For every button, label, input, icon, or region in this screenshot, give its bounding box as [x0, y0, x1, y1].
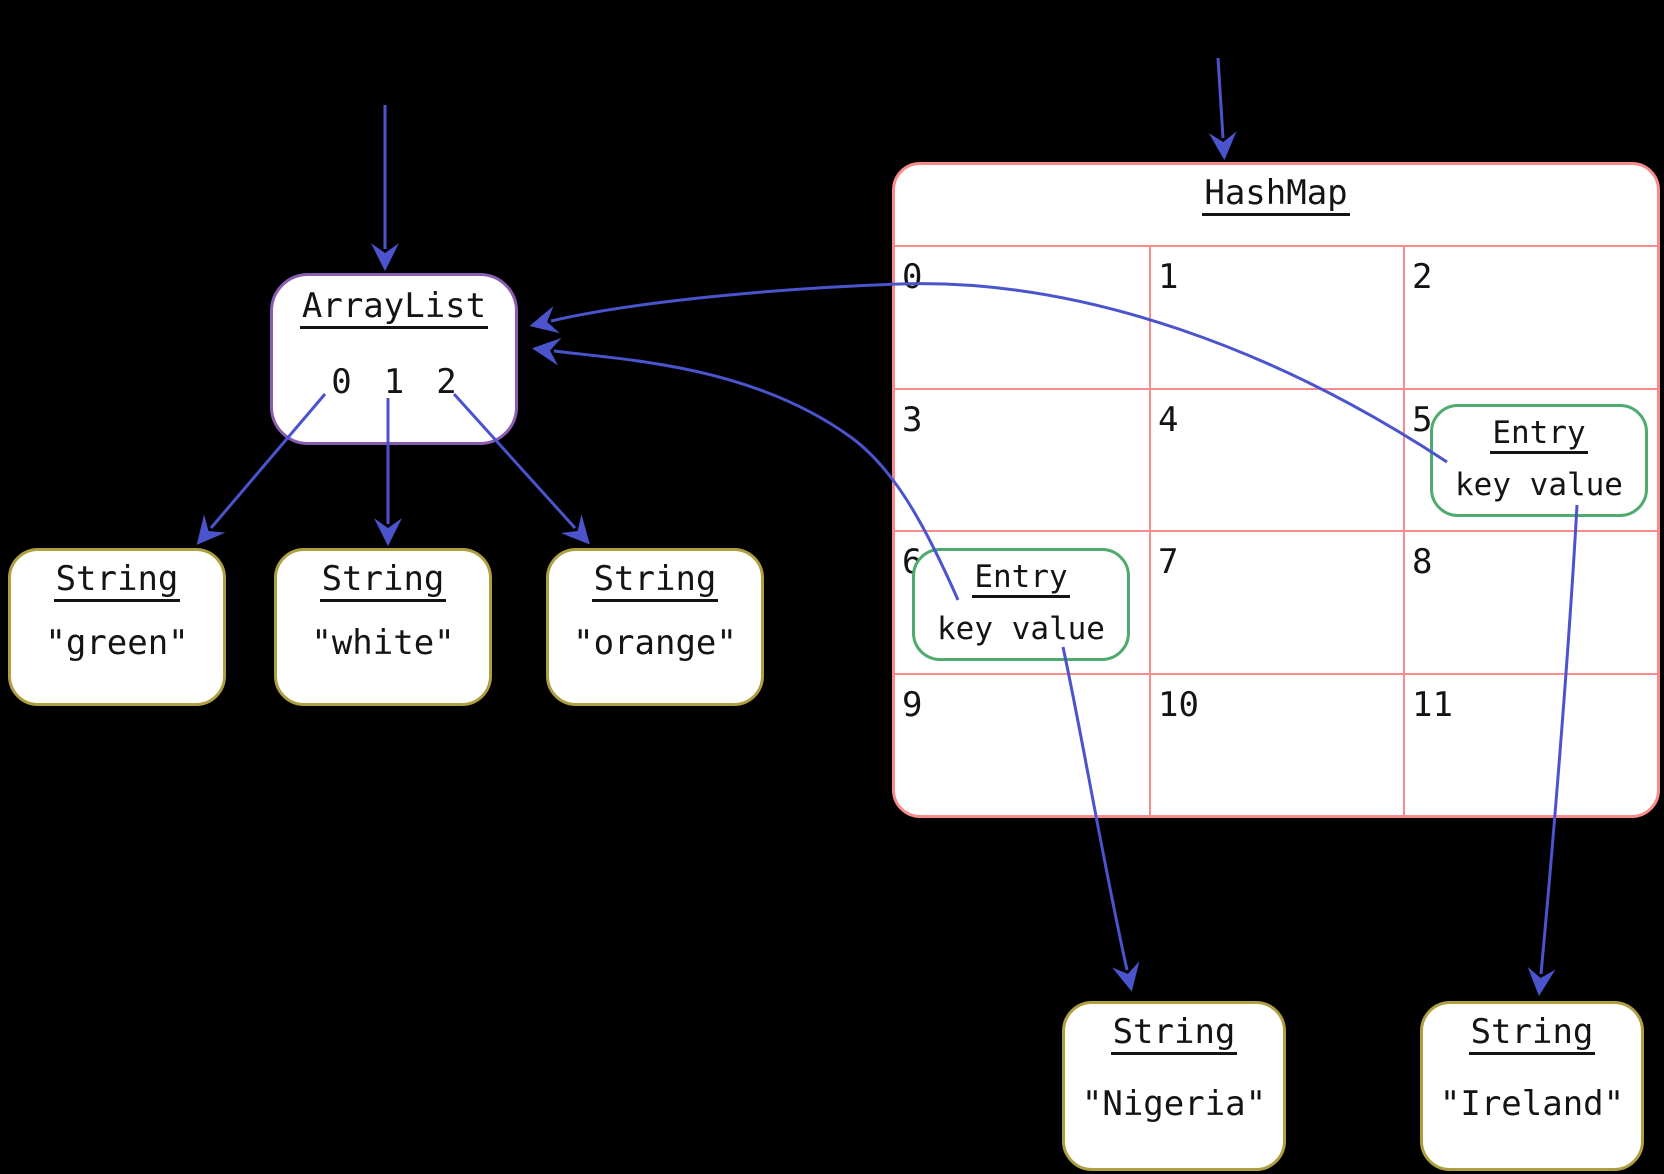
arraylist-index-1: 1 — [383, 362, 405, 402]
hashmap-cell-4: 4 — [1149, 387, 1403, 530]
hashmap-cell-3: 3 — [895, 387, 1149, 531]
string-box-green: String "green" — [8, 548, 226, 706]
arraylist-title: ArrayList — [299, 287, 489, 330]
hashmap-cell-8: 8 — [1403, 530, 1657, 673]
hashmap-grid: 0 1 2 3 4 5 6 7 8 9 10 11 — [895, 245, 1657, 815]
string-title: String — [319, 560, 447, 603]
string-value: "white" — [311, 623, 455, 663]
arraylist-indices: 0 1 2 — [273, 362, 515, 402]
string-title: String — [1110, 1013, 1238, 1056]
hashmap-title: HashMap — [1202, 174, 1350, 217]
hashmap-cell-2: 2 — [1403, 245, 1657, 388]
hashmap-cell-1: 1 — [1149, 245, 1403, 388]
hashmap-cell-10: 10 — [1149, 672, 1403, 815]
arraylist-title-row: ArrayList — [273, 287, 515, 330]
string-box-nigeria: String "Nigeria" — [1062, 1001, 1286, 1171]
string-box-orange: String "orange" — [546, 548, 764, 706]
entry-fields: key value — [937, 611, 1105, 647]
arraylist-index-2: 2 — [436, 362, 457, 402]
string-value: "Ireland" — [1439, 1084, 1625, 1124]
string-title: String — [591, 560, 719, 603]
entry-title: Entry — [1490, 416, 1588, 455]
entry-box-bucket-5: Entry key value — [1430, 404, 1648, 517]
entry-title: Entry — [972, 560, 1070, 599]
string-value: "green" — [45, 623, 189, 663]
arraylist-index-0: 0 — [331, 362, 352, 402]
string-title: String — [53, 560, 181, 603]
string-box-ireland: String "Ireland" — [1420, 1001, 1644, 1171]
entry-fields: key value — [1455, 467, 1623, 503]
arrow-into-hashmap — [1208, 57, 1237, 161]
hashmap-cell-0: 0 — [895, 245, 1149, 388]
string-box-white: String "white" — [274, 548, 492, 706]
hashmap-cell-11: 11 — [1403, 672, 1657, 815]
string-value: "orange" — [573, 623, 737, 663]
string-title: String — [1468, 1013, 1596, 1056]
arraylist-box: ArrayList 0 1 2 — [270, 273, 518, 445]
hashmap-cell-7: 7 — [1149, 530, 1403, 673]
hashmap-cell-9: 9 — [895, 672, 1149, 816]
string-value: "Nigeria" — [1081, 1084, 1267, 1124]
entry-box-bucket-6: Entry key value — [912, 548, 1130, 661]
